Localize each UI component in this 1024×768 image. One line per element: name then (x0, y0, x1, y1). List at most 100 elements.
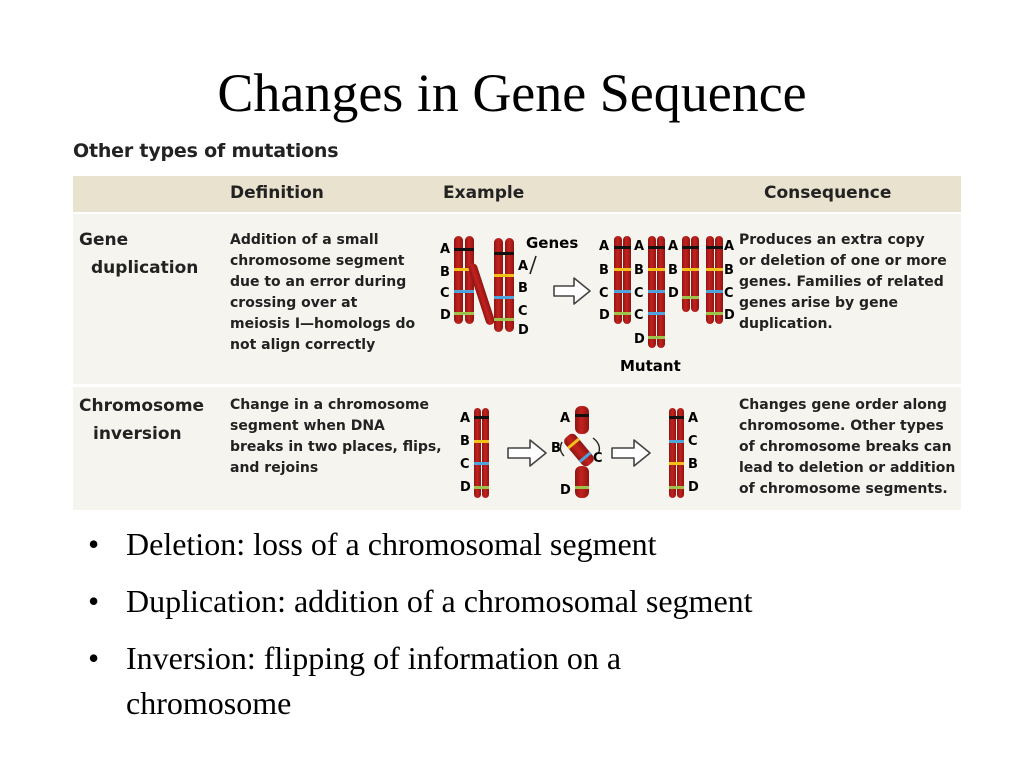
genes-label: Genes (526, 234, 578, 252)
consequence-line: Produces an extra copy (739, 232, 925, 248)
definition-line: Addition of a small (230, 232, 379, 248)
gene-duplication-example-diagram: A B C D A B C D Genes A B C D (440, 234, 735, 375)
row-name-gene-duplication: Gene duplication (79, 226, 198, 282)
gene-letter: B (634, 263, 644, 278)
mutant-chromosome-4: A B C D (706, 236, 735, 324)
gene-band-c (454, 290, 474, 293)
chromatid (614, 236, 622, 324)
bullet-list: Deletion: loss of a chromosomal segment … (88, 522, 988, 738)
gene-letter: A (599, 239, 609, 254)
centromere-band (648, 246, 665, 249)
definition-line: crossing over at (230, 295, 358, 311)
gene-letter: D (634, 332, 645, 347)
chromatid (468, 263, 495, 325)
consequence-line: chromosome. Other types (739, 418, 944, 434)
gene-band-b (669, 462, 684, 465)
gene-letter: D (668, 286, 679, 301)
chromatid-top (575, 406, 589, 434)
definition-line: chromosome segment (230, 253, 405, 269)
gene-letter: D (518, 323, 529, 338)
gene-band-d (454, 312, 474, 315)
chromatid (715, 236, 723, 324)
centromere-band (575, 414, 589, 417)
inverted-chromosome: A C B D (669, 408, 699, 498)
gene-band-b (682, 268, 699, 271)
chromatid (494, 238, 503, 332)
arrow-right-icon (611, 439, 651, 467)
gene-letter: C (593, 451, 603, 466)
gene-letter: C (440, 286, 450, 301)
gene-band-c-duplicate (648, 312, 665, 315)
chromatid (454, 236, 463, 324)
chromosome-inversion-example-diagram: A B C D A B C D (460, 406, 699, 498)
gene-letter: D (599, 308, 610, 323)
consequence-chromosome-inversion: Changes gene order along chromosome. Oth… (739, 395, 955, 500)
gene-letter: A (724, 239, 734, 254)
column-header-definition: Definition (230, 183, 324, 203)
gene-band-b (474, 440, 489, 443)
definition-chromosome-inversion: Change in a chromosome segment when DNA … (230, 395, 442, 479)
row-name-line: duplication (91, 258, 199, 278)
chromatid (706, 236, 714, 324)
gene-band-c (494, 296, 514, 299)
gene-band-d (575, 486, 589, 489)
chromatid (474, 408, 481, 498)
gene-letter: A (518, 259, 528, 274)
definition-line: and rejoins (230, 460, 319, 476)
definition-line: segment when DNA (230, 418, 385, 434)
gene-letter: D (560, 483, 571, 498)
gene-letter: D (440, 308, 451, 323)
gene-letter: B (440, 265, 450, 280)
gene-letter: A (560, 411, 570, 426)
row-name-line: Chromosome (79, 396, 205, 416)
mutant-chromosome-2: A B C C D (634, 236, 665, 348)
gene-letter: C (460, 457, 470, 472)
arrow-right-icon (507, 439, 547, 467)
definition-gene-duplication: Addition of a small chromosome segment d… (230, 230, 415, 356)
gene-letter: B (518, 281, 528, 296)
gene-letter: A (668, 239, 678, 254)
bullet-item: Inversion: flipping of information on a … (88, 636, 766, 726)
chromatid (482, 408, 489, 498)
centromere-band (706, 246, 723, 249)
gene-letter: A (460, 411, 470, 426)
chromatid (691, 236, 699, 312)
consequence-line: lead to deletion or addition (739, 460, 956, 476)
definition-line: Change in a chromosome (230, 397, 430, 413)
table-header: Definition Example Consequence (73, 176, 961, 212)
gene-letter: C (688, 434, 698, 449)
gene-letter: D (688, 480, 699, 495)
consequence-line: or deletion of one or more (739, 253, 947, 269)
consequence-line: genes. Families of related (739, 274, 944, 290)
column-header-consequence: Consequence (764, 183, 892, 203)
gene-band-d (614, 312, 631, 315)
gene-band-c (474, 462, 489, 465)
mutant-chromosome-1: A B C D (599, 236, 631, 324)
definition-line: breaks in two places, flips, (230, 439, 442, 455)
consequence-line: duplication. (739, 316, 833, 332)
chromatid (505, 238, 514, 332)
gene-band-c (614, 290, 631, 293)
gene-letter: A (440, 242, 450, 257)
consequence-line: genes arise by gene (739, 295, 899, 311)
homolog-pair-left: A B C D A B C D (440, 236, 529, 338)
gene-letter: A (688, 411, 698, 426)
gene-band-b (494, 274, 514, 277)
bullet-item: Deletion: loss of a chromosomal segment (88, 522, 988, 567)
row-name-line: Gene (79, 230, 129, 250)
consequence-line: Changes gene order along (739, 397, 947, 413)
centromere-band (494, 252, 514, 255)
gene-letter: B (668, 263, 678, 278)
chromatid-middle (564, 433, 594, 467)
centromere-band (682, 246, 699, 249)
column-header-example: Example (443, 183, 525, 203)
centromere-band (669, 416, 684, 419)
row-name-chromosome-inversion: Chromosome inversion (79, 392, 204, 448)
gene-letter: B (724, 263, 734, 278)
definition-line: meiosis I—homologs do (230, 316, 416, 332)
chromatid-bottom (575, 466, 589, 498)
gene-band-c (706, 290, 723, 293)
gene-letter: B (551, 441, 561, 456)
consequence-line: of chromosome segments. (739, 481, 948, 497)
gene-band-b (567, 437, 580, 450)
